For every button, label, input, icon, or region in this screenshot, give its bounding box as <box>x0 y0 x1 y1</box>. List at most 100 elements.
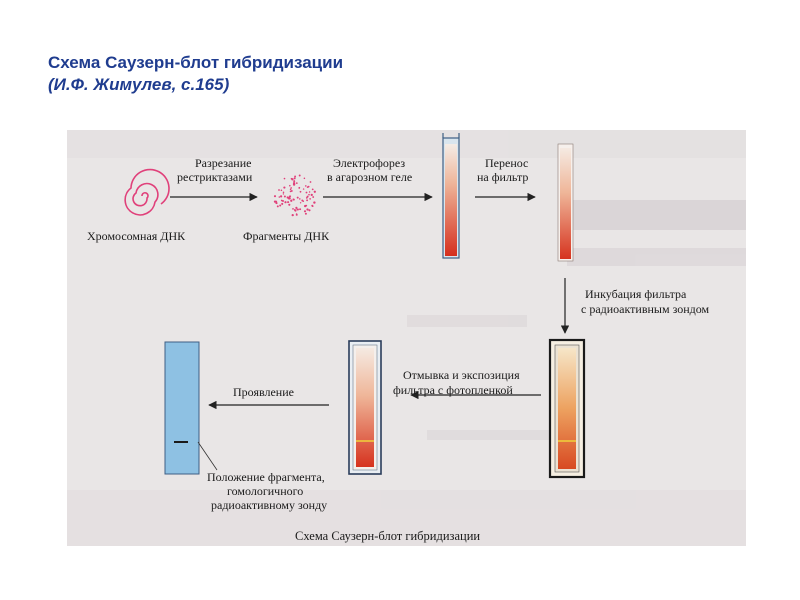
fragment-dot <box>282 193 285 195</box>
fragment-dot <box>295 206 298 209</box>
fragment-dot <box>289 188 292 191</box>
fragment-dot <box>288 195 291 198</box>
fragment-dot <box>299 198 301 200</box>
fragment-dot <box>290 187 292 189</box>
fragment-dot <box>290 199 293 202</box>
label-fragments: Фрагменты ДНК <box>243 229 330 243</box>
fragment-dot <box>289 184 291 187</box>
fragment-dot <box>298 174 301 177</box>
fragment-dot <box>303 177 306 180</box>
fragment-dot <box>298 186 301 189</box>
title-block: Схема Саузерн-блот гибридизации (И.Ф. Жи… <box>48 52 343 96</box>
fragment-dot <box>281 202 284 205</box>
fragment-dot <box>280 189 283 192</box>
fragment-dot <box>292 182 296 185</box>
fragment-dot <box>276 205 279 208</box>
incubation-filter-box <box>548 338 586 479</box>
pointer-line <box>197 441 218 471</box>
fragment-dot <box>273 200 277 203</box>
fragment-dot <box>288 203 291 206</box>
label-develop: Проявление <box>233 385 294 399</box>
fragment-dot <box>283 195 286 198</box>
fragment-dot <box>283 186 286 189</box>
fragment-dot <box>293 177 296 180</box>
fragment-dot <box>305 204 308 207</box>
label-cut-2: рестриктазами <box>177 170 253 184</box>
fragment-dot <box>292 208 294 210</box>
fragment-dot <box>299 202 302 204</box>
label-transfer-2: на фильтр <box>477 170 528 184</box>
fragment-dot <box>279 195 283 198</box>
dna-fragments-dots <box>273 174 316 217</box>
fragment-dot <box>302 188 305 190</box>
chromosome-dna-spiral <box>124 168 170 216</box>
fragment-dot <box>289 190 292 193</box>
developed-film <box>164 341 200 475</box>
fragment-dot <box>299 208 302 211</box>
fragment-dot <box>295 182 298 184</box>
fragment-dot <box>286 196 289 199</box>
label-wash-2: фильтра с фотопленкой <box>393 383 513 397</box>
fragment-dot <box>309 198 311 200</box>
fragment-dot <box>302 200 305 202</box>
fragment-dot <box>308 209 311 212</box>
fragment-dot <box>292 198 295 200</box>
fragment-dot <box>291 213 294 217</box>
fragment-dot <box>279 204 282 207</box>
label-cut-1: Разрезание <box>195 156 251 170</box>
fragment-dot <box>296 208 298 211</box>
background-ghost-text <box>67 130 746 546</box>
filter-strip <box>557 143 574 262</box>
slide-subtitle: (И.Ф. Жимулев, с.165) <box>48 75 230 94</box>
label-chromosome-dna: Хромосомная ДНК <box>87 229 186 243</box>
fragment-dot <box>304 185 307 187</box>
fragment-dot <box>278 196 281 198</box>
fragment-dot <box>293 209 296 211</box>
fragment-dot <box>291 178 294 181</box>
fragment-dot <box>296 196 299 199</box>
figure-caption: Схема Саузерн-блот гибридизации <box>295 529 480 543</box>
fragment-dot <box>311 194 313 196</box>
fragment-dot <box>311 188 314 191</box>
fragment-dot <box>313 190 316 193</box>
exposure-filter-box <box>348 340 382 475</box>
fragment-dot <box>306 199 309 202</box>
fragment-dot <box>304 212 307 215</box>
fragment-dot <box>307 185 310 188</box>
fragment-dot <box>308 191 311 193</box>
fragment-dot <box>293 180 296 183</box>
fragment-dot <box>306 208 309 211</box>
label-electro-2: в агарозном геле <box>327 170 412 184</box>
fragment-dot <box>308 193 310 196</box>
label-position-3: радиоактивному зонду <box>211 498 327 512</box>
fragment-dot <box>306 195 309 198</box>
fragment-dot <box>312 196 315 198</box>
fragment-dot <box>299 190 302 193</box>
fragment-dot <box>288 197 291 200</box>
fragment-dot <box>282 200 284 202</box>
southern-blot-diagram: Хромосомная ДНК Разрезание рестриктазами… <box>67 130 746 546</box>
fragment-dot <box>282 191 285 194</box>
fragment-dot <box>273 195 277 198</box>
fragment-dot <box>287 201 290 204</box>
slide-title: Схема Саузерн-блот гибридизации <box>48 53 344 72</box>
label-incubation-1: Инкубация фильтра <box>585 287 687 301</box>
fragment-dot <box>283 177 286 180</box>
fragment-dot <box>294 175 297 178</box>
fragment-dot <box>303 210 307 213</box>
agarose-gel-tube <box>442 133 460 259</box>
label-position-2: гомологичного <box>227 484 303 498</box>
label-transfer-1: Перенос <box>485 156 528 170</box>
fragment-dot <box>296 214 298 216</box>
figure-scan: Хромосомная ДНК Разрезание рестриктазами… <box>67 130 746 546</box>
label-electro-1: Электрофорез <box>333 156 405 170</box>
label-wash-1: Отмывка и экспозиция <box>403 368 520 382</box>
fragment-dot <box>284 201 287 204</box>
fragment-dot <box>313 201 316 204</box>
fragment-dot <box>278 189 280 191</box>
label-incubation-2: с радиоактивным зондом <box>581 302 710 316</box>
fragment-dot <box>305 191 308 194</box>
fragment-dot <box>311 205 314 208</box>
fragment-dot <box>275 202 278 205</box>
fragment-dot <box>309 181 312 183</box>
